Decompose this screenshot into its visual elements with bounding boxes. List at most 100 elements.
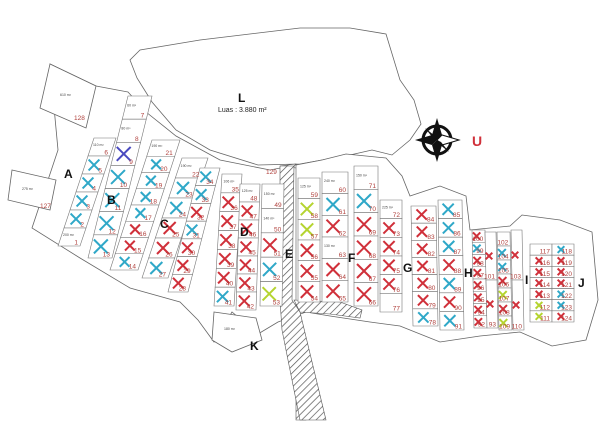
parcel-k[interactable] [211,311,263,353]
lot-70[interactable] [353,189,379,213]
lot-outline[interactable] [259,281,283,307]
lot-outline[interactable] [510,229,524,281]
lot-32[interactable] [185,203,212,222]
lot-28[interactable] [167,273,193,293]
lot-76[interactable] [379,274,403,294]
lot-outline[interactable] [125,204,160,222]
lot-26[interactable] [148,237,182,259]
lot-110[interactable] [511,279,525,331]
lot-outline[interactable] [135,172,170,190]
lot-96[interactable] [472,278,487,292]
lot-4[interactable] [75,173,105,193]
lot-51[interactable] [260,232,284,258]
lot-103[interactable] [510,229,524,281]
lot-40[interactable] [214,267,237,288]
lot-52[interactable] [260,256,284,282]
lot-outline[interactable] [114,237,149,255]
lot-44[interactable] [236,255,259,275]
lot-15[interactable] [114,237,149,255]
parcel-l-outline[interactable] [129,27,422,166]
lot-80[interactable] [411,274,438,293]
lot-14[interactable] [109,253,144,271]
lot-19[interactable] [135,172,170,190]
lot-84[interactable] [410,205,437,224]
lot-74[interactable] [379,237,403,257]
lot-69[interactable] [353,212,379,237]
lot-47[interactable] [238,201,260,221]
lot-23[interactable] [168,177,202,199]
lot-42[interactable] [235,291,257,311]
lot-outline[interactable] [353,282,379,307]
lot-94[interactable] [473,303,488,317]
lot-outline[interactable] [511,279,525,331]
lot-120[interactable] [551,265,575,278]
lot-108[interactable] [498,301,513,317]
lot-38[interactable] [217,230,239,250]
lot-29[interactable] [172,256,198,275]
lot-115[interactable] [529,265,553,278]
parcel-127[interactable] [7,169,57,211]
lot-93[interactable] [485,279,499,329]
lot-12[interactable] [93,211,124,236]
lot-43[interactable] [236,273,258,293]
lot-123[interactable] [551,299,575,312]
lot-65[interactable] [321,280,349,303]
lot-64[interactable] [321,258,349,281]
lot-13[interactable] [87,234,119,259]
lot-113[interactable] [529,288,553,301]
lot-41[interactable] [213,286,236,307]
lot-39[interactable] [215,249,238,269]
lot-87[interactable] [438,236,464,257]
lot-2[interactable] [63,209,93,229]
lot-85[interactable] [437,199,463,219]
lot-114[interactable] [529,277,553,289]
lot-57[interactable] [297,219,321,241]
lot-1[interactable] [57,227,87,247]
lot-54[interactable] [297,281,321,303]
lot-119[interactable] [551,254,575,267]
lot-68[interactable] [353,235,379,260]
lot-53[interactable] [259,281,283,307]
lot-25[interactable] [154,217,189,239]
lot-79[interactable] [412,291,439,310]
lot-17[interactable] [125,204,160,222]
lot-66[interactable] [353,282,379,307]
lot-18[interactable] [130,188,165,206]
lot-outline[interactable] [130,188,165,206]
lot-121[interactable] [551,277,575,289]
lot-outline[interactable] [120,220,155,238]
lot-100[interactable] [471,229,486,243]
lot-10[interactable] [104,165,136,189]
lot-21[interactable] [146,139,181,157]
lot-101[interactable] [484,231,498,281]
lot-92[interactable] [473,315,488,329]
lot-outline[interactable] [141,155,176,173]
lot-11[interactable] [99,188,130,213]
lot-109[interactable] [498,315,513,331]
lot-33[interactable] [190,185,216,204]
lot-outline[interactable] [57,227,87,247]
lot-91[interactable] [439,311,465,331]
lot-16[interactable] [120,220,155,238]
lot-118[interactable] [551,243,575,256]
lot-9[interactable] [110,141,141,166]
lot-outline[interactable] [498,315,513,331]
lot-20[interactable] [141,155,176,173]
lot-outline[interactable] [146,139,181,157]
lot-97[interactable] [472,266,487,280]
lot-67[interactable] [353,259,379,283]
lot-outline[interactable] [485,279,499,329]
lot-37[interactable] [218,211,241,231]
parcel-128[interactable] [39,63,97,129]
lot-82[interactable] [411,239,438,258]
lot-outline[interactable] [297,281,321,303]
lot-112[interactable] [529,299,553,312]
lot-outline[interactable] [109,253,144,271]
lot-outline[interactable] [213,286,236,307]
lot-77[interactable] [379,293,403,313]
lot-95[interactable] [472,290,487,304]
lot-outline[interactable] [379,293,403,313]
lot-62[interactable] [321,215,349,238]
lot-61[interactable] [321,193,349,216]
lot-36[interactable] [219,192,242,213]
